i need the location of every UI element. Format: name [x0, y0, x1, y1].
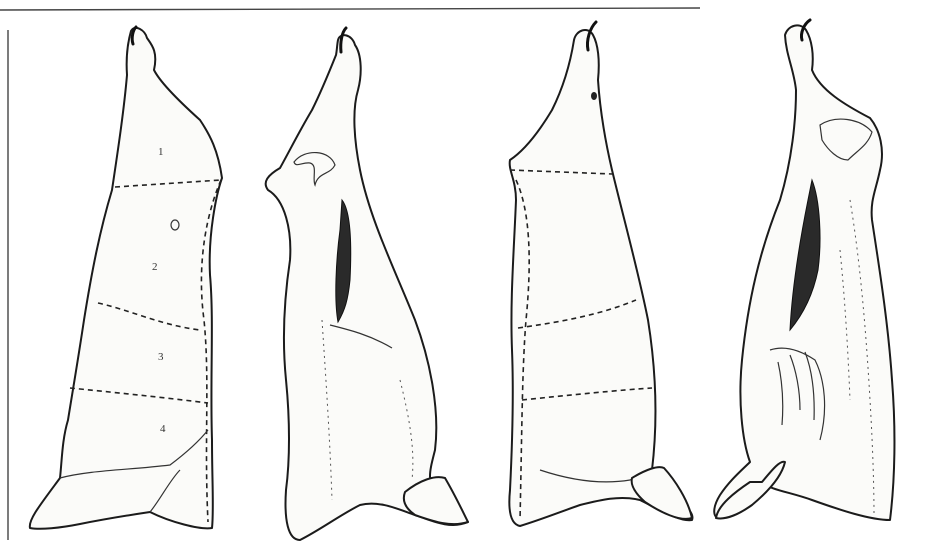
carcass-view-inside-right: [714, 20, 894, 520]
carcass-view-inside-left: [266, 28, 468, 540]
carcass-view-outside-left: 1 2 3 4: [30, 27, 222, 529]
zone-label-4: 4: [160, 423, 166, 435]
carcass-outline-1: [30, 28, 222, 529]
shank-outline-3: [632, 467, 692, 519]
top-frame-line: [0, 8, 700, 10]
carcass-outline-3: [509, 30, 692, 526]
carcass-view-outside-right: [509, 22, 692, 526]
carcass-outline-2: [266, 35, 468, 540]
zone-label-3: 3: [158, 351, 164, 363]
zone-label-1: 1: [158, 146, 164, 158]
kidney-knob-3: [591, 92, 597, 100]
zone-label-2: 2: [152, 261, 158, 273]
